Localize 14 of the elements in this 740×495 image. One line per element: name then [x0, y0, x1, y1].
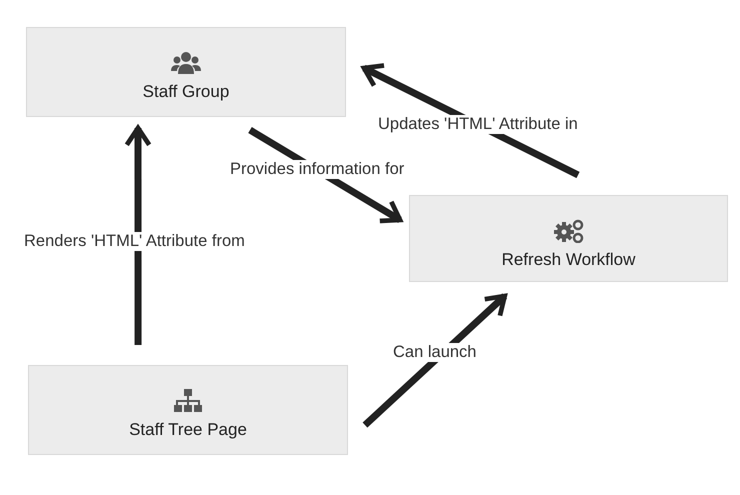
process-box — [409, 195, 728, 282]
edge-label: Updates 'HTML' Attribute in — [376, 115, 580, 134]
arrow — [362, 293, 508, 428]
arrow — [124, 126, 152, 345]
arrow — [248, 127, 402, 224]
edge-label: Provides information for — [228, 160, 406, 179]
edge-label: Renders 'HTML' Attribute from — [22, 232, 247, 251]
arrow — [362, 63, 580, 178]
process-box — [26, 27, 346, 117]
edge-label: Can launch — [391, 343, 478, 362]
process-box — [28, 365, 348, 455]
node-label: Refresh Workflow — [500, 250, 636, 270]
node-label: Staff Tree Page — [128, 420, 248, 440]
node-label: Staff Group — [142, 82, 230, 102]
